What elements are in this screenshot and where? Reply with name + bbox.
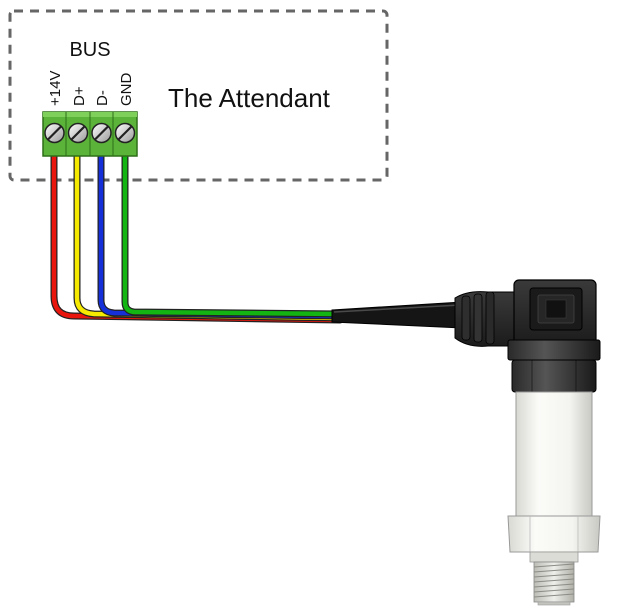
pressure-transducer-icon — [454, 279, 601, 606]
terminal-block — [42, 111, 138, 157]
bus-label: BUS — [69, 39, 110, 61]
cable-jacket — [331, 301, 463, 329]
device-enclosure — [8, 9, 389, 182]
wire-gnd — [121, 144, 344, 318]
terminal-label-plus14v: +14V — [47, 71, 64, 106]
wire-d-minus — [97, 144, 344, 320]
terminal-label-d-plus: D+ — [71, 86, 88, 106]
terminal-screw-icon[interactable] — [114, 122, 136, 144]
wires — [50, 144, 344, 324]
wire-d-plus — [73, 144, 344, 322]
terminal-label-d-minus: D- — [94, 90, 111, 106]
terminal-screw-icon[interactable] — [44, 122, 65, 144]
wire-plus14v — [50, 144, 344, 324]
device-title: The Attendant — [168, 83, 331, 113]
terminal-label-gnd: GND — [118, 73, 135, 107]
terminal-screw-icon[interactable] — [91, 122, 112, 144]
terminal-screw-icon[interactable] — [67, 122, 89, 144]
